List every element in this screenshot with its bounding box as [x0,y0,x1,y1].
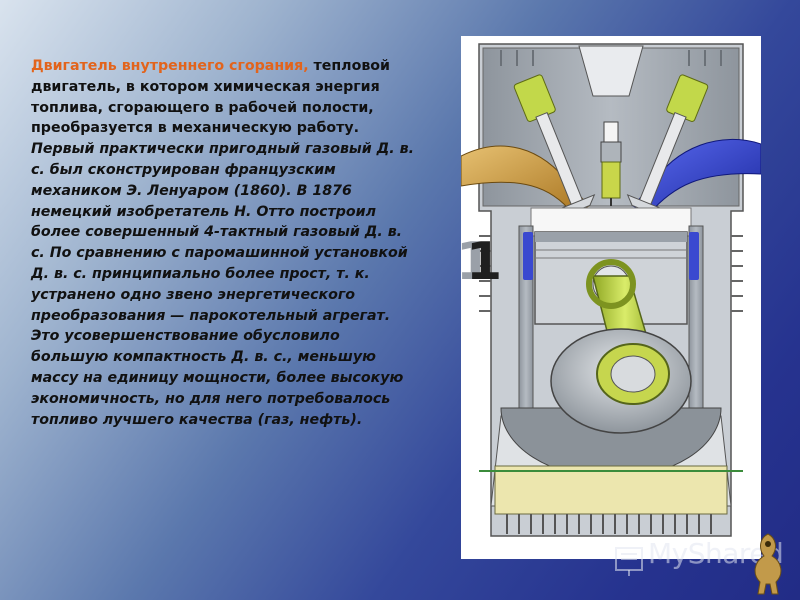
title-term: Двигатель внутреннего сгорания, [31,58,309,74]
stroke-number-label: 1 [466,232,503,292]
myshared-logo-icon [615,547,643,576]
engine-diagram [461,36,761,559]
definition-text: тепловой двигатель, в котором химическая… [31,58,390,137]
engine-cross-section-icon [461,43,761,537]
slide-text: Двигатель внутреннего сгорания, тепловой… [31,56,416,430]
history-text: Первый практически пригодный газовый Д. … [31,141,414,428]
decorative-figure-icon [754,533,782,595]
